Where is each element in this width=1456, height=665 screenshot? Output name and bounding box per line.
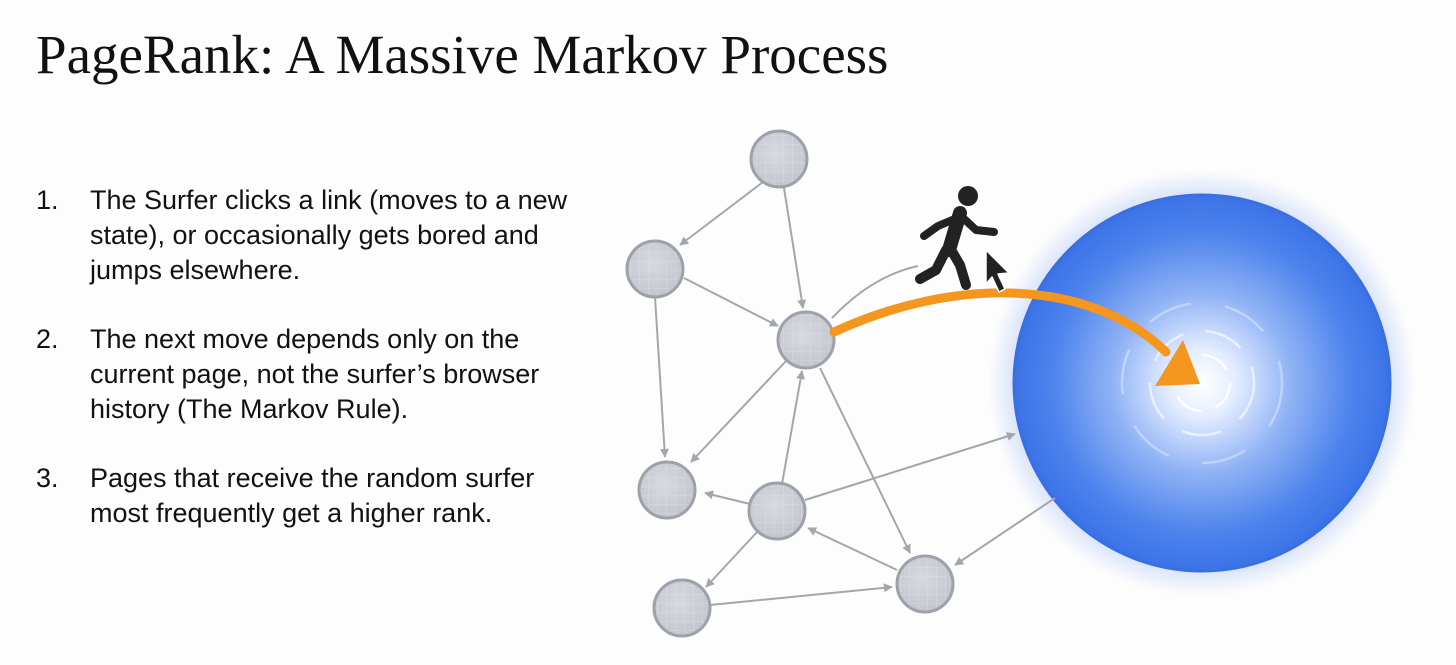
graph-node	[749, 129, 809, 189]
point-number: 3.	[36, 463, 59, 493]
graph-nodes	[625, 129, 955, 638]
point-item: 3. Pages that receive the random surfer …	[36, 461, 596, 531]
graph-edge	[679, 181, 764, 246]
graph-edge	[683, 277, 779, 327]
point-number: 2.	[36, 324, 59, 354]
glow-core	[1012, 193, 1392, 573]
point-text: Pages that receive the random surfer mos…	[90, 463, 535, 528]
page-title: PageRank: A Massive Markov Process	[36, 24, 889, 85]
jump-arrow	[829, 288, 1200, 386]
graph-edge	[819, 367, 911, 554]
glow-rings	[1120, 301, 1284, 465]
graph-edge	[705, 530, 759, 588]
graph-edge	[807, 527, 898, 571]
graph-edge	[654, 296, 669, 458]
graph-node	[776, 310, 836, 370]
graph-node	[625, 239, 685, 299]
jump-arrow-path	[829, 288, 1171, 357]
graph-edge	[831, 265, 919, 319]
graph-edge	[704, 490, 751, 505]
graph-edge	[804, 432, 1016, 501]
point-list: 1. The Surfer clicks a link (moves to a …	[36, 183, 596, 565]
mouse-pointer-icon	[985, 249, 1010, 293]
point-number: 1.	[36, 185, 59, 215]
graph-node	[895, 554, 955, 614]
graph-node	[637, 460, 697, 520]
point-item: 2. The next move depends only on the cur…	[36, 322, 596, 427]
graph-edge	[709, 583, 893, 606]
graph-edges	[654, 181, 1056, 606]
graph-node	[652, 578, 712, 638]
graph-edge	[783, 187, 807, 309]
graph-node	[747, 481, 807, 541]
high-rank-page-glow	[988, 169, 1416, 597]
point-text: The next move depends only on the curren…	[90, 324, 540, 424]
point-text: The Surfer clicks a link (moves to a new…	[90, 185, 568, 285]
walking-person-icon	[915, 186, 998, 290]
graph-edge	[690, 359, 788, 463]
point-item: 1. The Surfer clicks a link (moves to a …	[36, 183, 596, 288]
graph-edge	[781, 370, 806, 485]
graph-edge	[954, 497, 1056, 566]
jump-arrow-head	[1155, 340, 1200, 386]
